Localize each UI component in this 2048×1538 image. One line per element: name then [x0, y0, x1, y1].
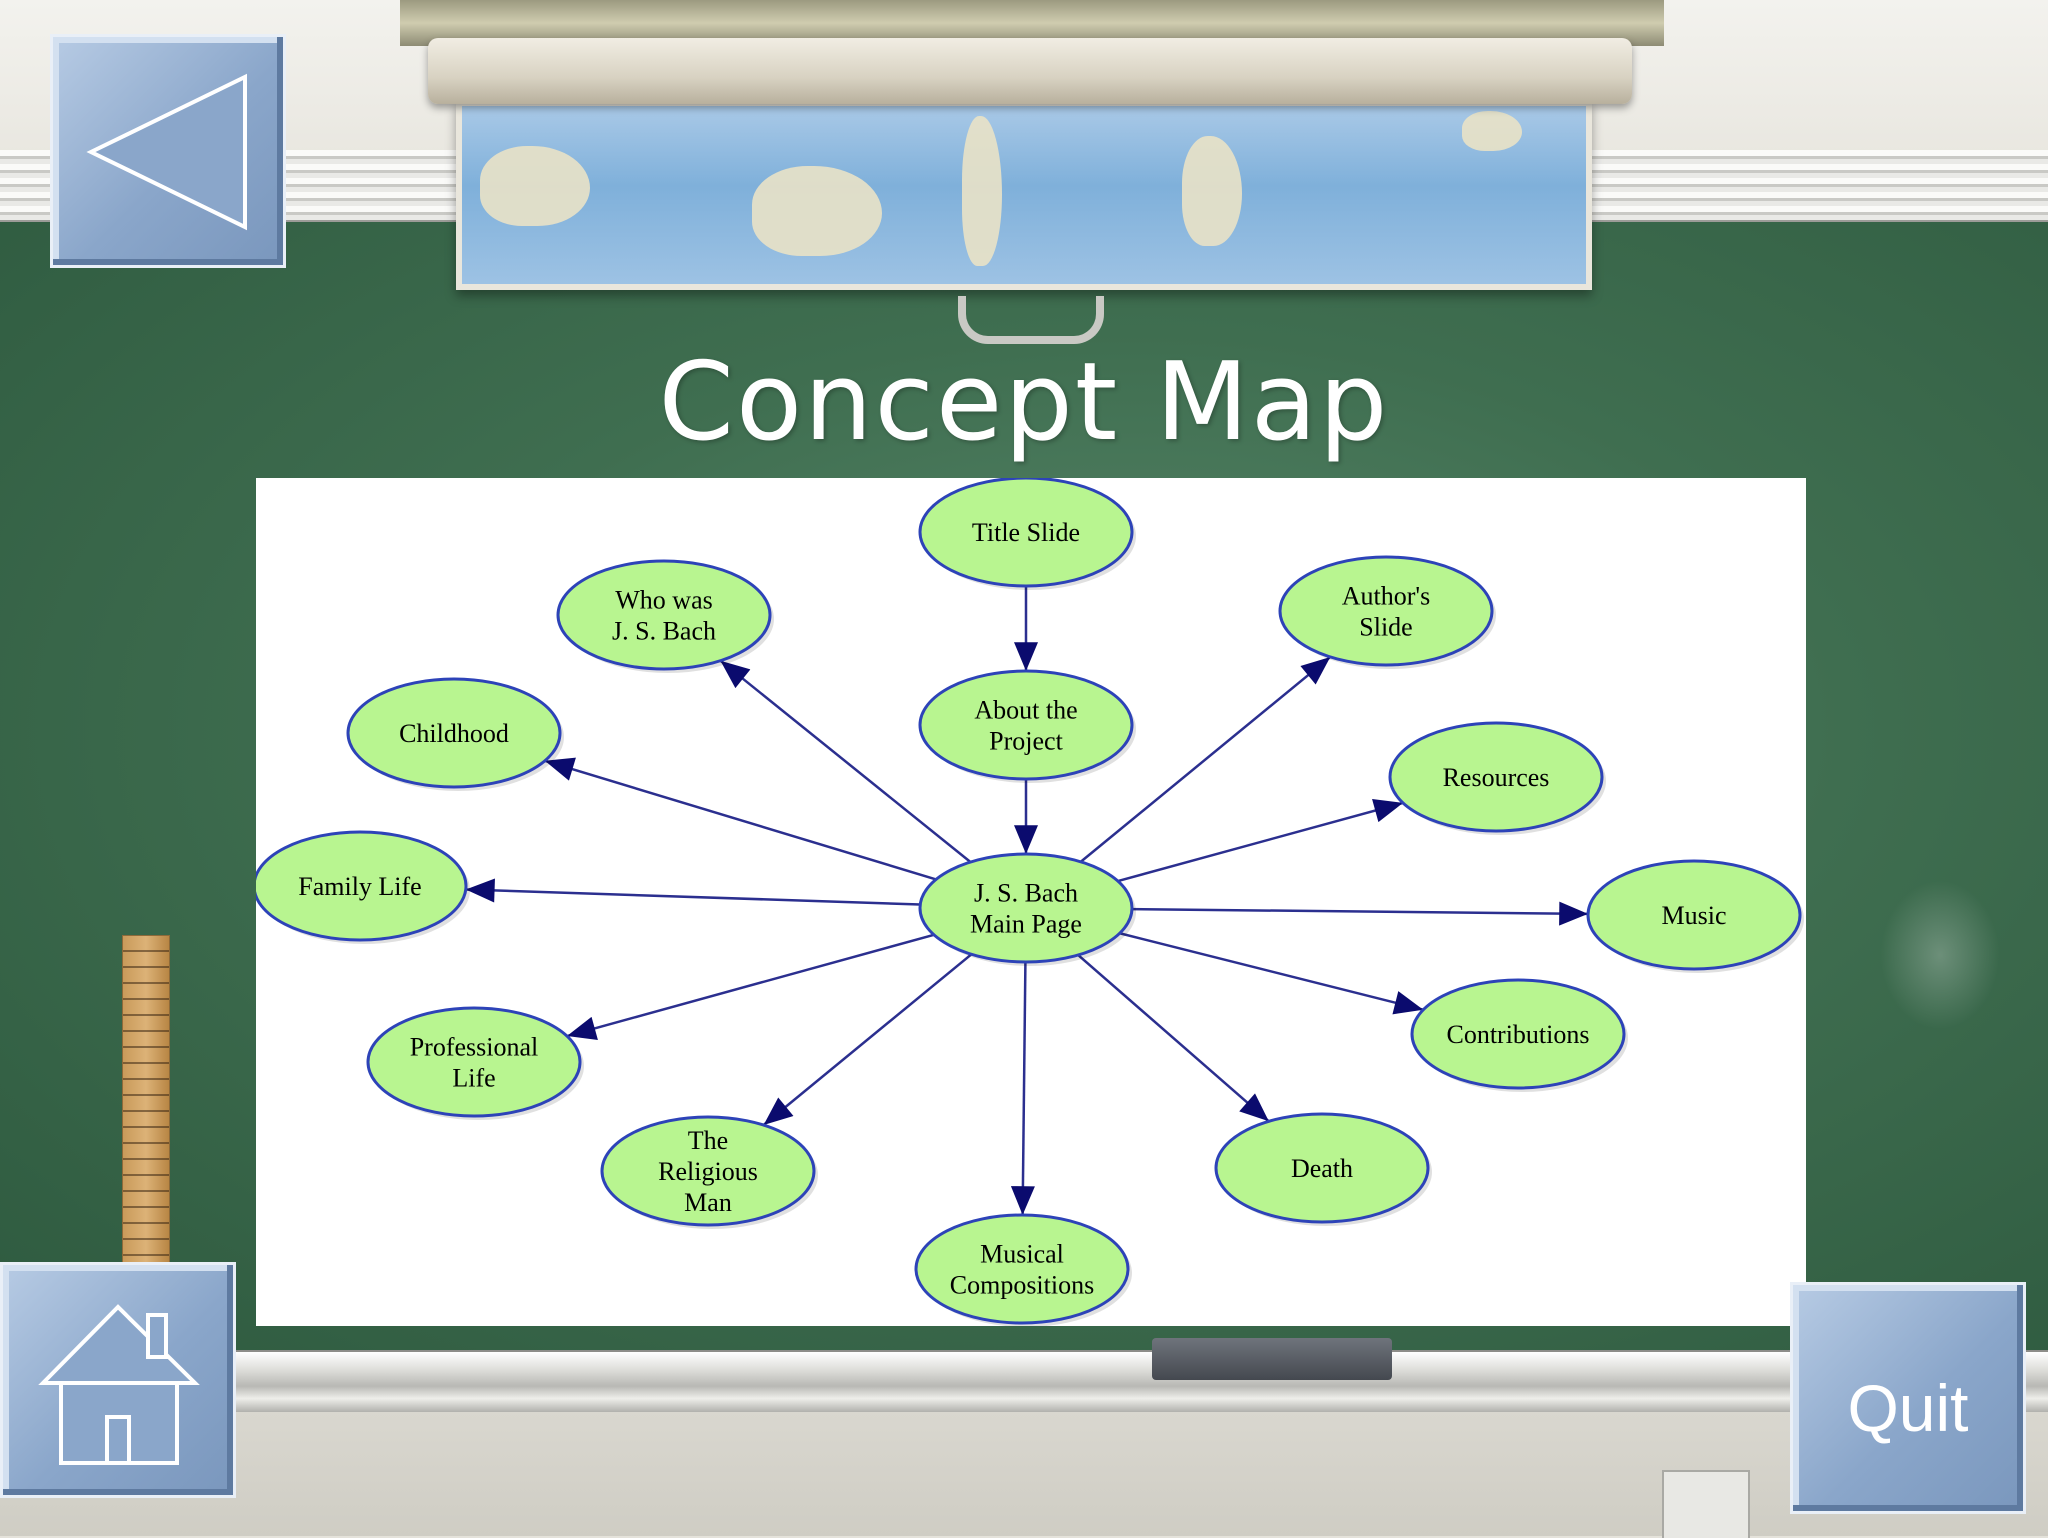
node-label: Musical	[980, 1240, 1064, 1269]
quit-label: Quit	[1847, 1371, 1969, 1445]
node-label: Who was	[615, 586, 712, 615]
node-label: Professional	[410, 1033, 539, 1062]
chalk-tray	[0, 1350, 2048, 1414]
node-ellipse	[346, 677, 562, 789]
map-roller	[428, 38, 1632, 104]
edge-main-to-compositions	[1010, 961, 1035, 1216]
node-ellipse	[1410, 978, 1626, 1090]
node-label: Resources	[1443, 763, 1550, 792]
node-label: Project	[989, 727, 1063, 756]
node-label: Family Life	[298, 872, 421, 901]
edges	[465, 586, 1589, 1216]
edge-main-to-family	[465, 878, 921, 906]
node-contributions[interactable]: Contributions	[1410, 978, 1628, 1092]
edge-main-to-death	[1077, 954, 1270, 1123]
node-label: Life	[452, 1064, 495, 1093]
node-ellipse	[914, 1213, 1130, 1325]
page-title: Concept Map	[658, 340, 1390, 465]
node-label: Religious	[658, 1157, 758, 1186]
node-label: Slide	[1359, 613, 1412, 642]
node-death[interactable]: Death	[1214, 1112, 1432, 1226]
node-label: The	[688, 1126, 728, 1155]
node-label: J. S. Bach	[612, 617, 716, 646]
node-ellipse	[256, 830, 468, 942]
node-label: Author's	[1342, 582, 1430, 611]
edge-main-to-author	[1080, 655, 1332, 863]
node-label: Man	[684, 1188, 732, 1217]
edge-main-to-music	[1131, 901, 1589, 926]
node-label: About the	[974, 696, 1077, 725]
node-ellipse	[556, 559, 772, 671]
edge-main-to-professional	[566, 933, 935, 1040]
wall-outlet	[1662, 1470, 1750, 1538]
edge-main-to-contributions	[1119, 932, 1424, 1015]
node-ellipse	[1278, 555, 1494, 667]
house-icon	[38, 1304, 200, 1465]
node-ellipse	[1586, 859, 1802, 971]
node-label: Music	[1662, 901, 1727, 930]
chalkboard-eraser	[1152, 1338, 1392, 1380]
home-button[interactable]	[0, 1262, 236, 1498]
edge-main-to-who	[719, 659, 972, 863]
node-ellipse	[366, 1006, 582, 1118]
edge-main-to-religious	[762, 953, 973, 1126]
node-music[interactable]: Music	[1586, 859, 1804, 973]
node-ellipse	[918, 478, 1134, 588]
edge-main-to-childhood	[544, 757, 937, 881]
wooden-ruler	[122, 935, 170, 1267]
node-ellipse	[1388, 721, 1604, 833]
triangle-left-icon	[86, 73, 247, 231]
back-button[interactable]	[50, 34, 286, 268]
chalk-handprint	[1880, 880, 2000, 1030]
node-ellipse	[918, 669, 1134, 781]
node-resources[interactable]: Resources	[1388, 721, 1606, 835]
map-pull-handle[interactable]	[958, 296, 1104, 344]
world-map-image	[456, 100, 1592, 290]
node-family[interactable]: Family Life	[256, 830, 470, 944]
node-label: Main Page	[970, 910, 1082, 939]
node-ellipse	[1214, 1112, 1430, 1224]
node-label: Contributions	[1446, 1020, 1589, 1049]
node-title-slide[interactable]: Title Slide	[918, 478, 1136, 590]
node-ellipse	[600, 1115, 816, 1227]
node-ellipse	[918, 852, 1134, 964]
edge-main-to-resources	[1117, 798, 1404, 883]
node-label: Title Slide	[972, 518, 1080, 547]
node-label: Childhood	[399, 719, 509, 748]
quit-button[interactable]: Quit	[1790, 1282, 2026, 1514]
node-label: J. S. Bach	[974, 879, 1078, 908]
node-childhood[interactable]: Childhood	[346, 677, 564, 791]
node-label: Death	[1291, 1154, 1353, 1183]
node-label: Compositions	[950, 1271, 1094, 1300]
